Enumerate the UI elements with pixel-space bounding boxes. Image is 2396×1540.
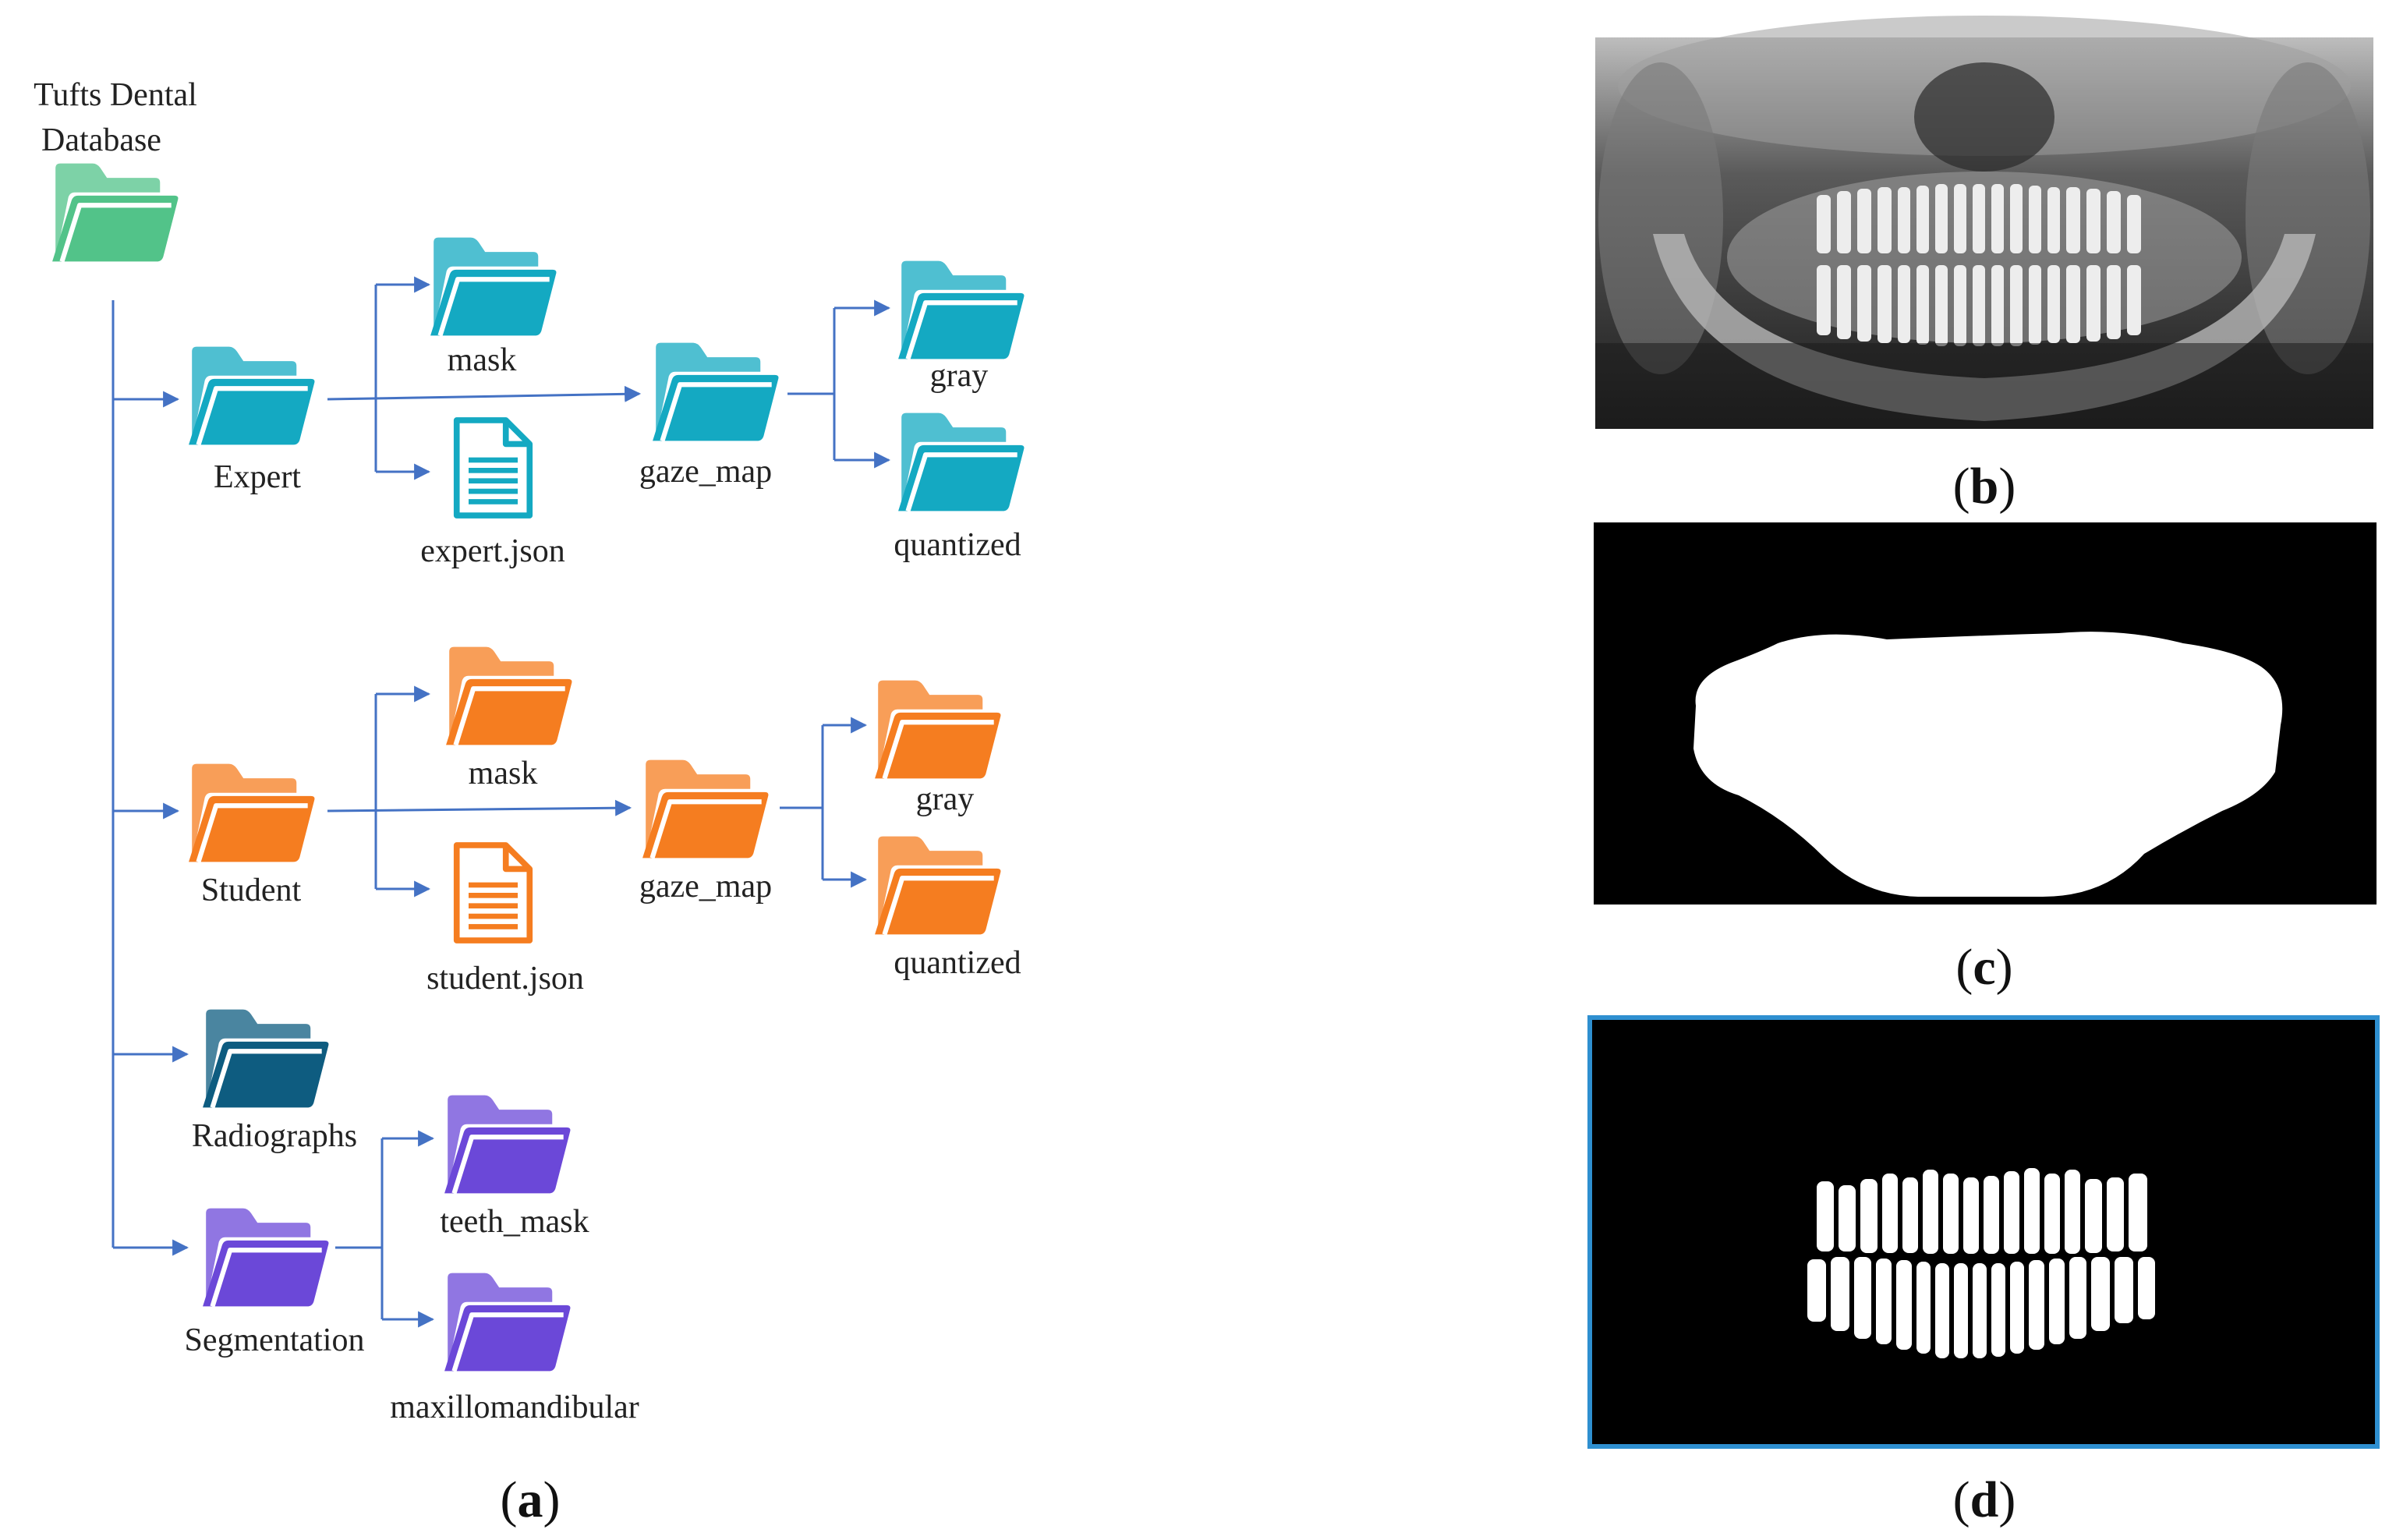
tree-connectors: [111, 276, 891, 1328]
root-label-line1: Tufts Dental: [34, 77, 197, 113]
expert-gaze-map-folder-icon: [653, 343, 778, 441]
teeth-mask-upper-row: [1817, 1168, 2147, 1254]
panel-a-tree: Tufts Dental Database Expert mask expert…: [34, 77, 1024, 1528]
expert-gray-label: gray: [930, 358, 989, 394]
student-label: Student: [201, 873, 302, 908]
student-mask-label: mask: [469, 756, 538, 791]
expert-json-document-icon: [457, 420, 530, 515]
student-folder-icon: [189, 764, 314, 862]
expert-quantized-label: quantized: [894, 527, 1021, 563]
panel-b-radiograph: (b): [1595, 16, 2373, 515]
student-gaze-map-folder-icon: [642, 760, 768, 859]
expert-gray-folder-icon: [898, 261, 1024, 359]
connector-student-gaze: [327, 799, 632, 816]
student-gray-label: gray: [916, 781, 975, 817]
teeth-mask-folder-icon: [444, 1096, 570, 1194]
maxillomandibular-label: maxillomandibular: [390, 1390, 639, 1425]
expert-quantized-folder-icon: [898, 413, 1024, 512]
panel-a-label: (a): [501, 1471, 561, 1528]
expert-folder-icon: [189, 347, 314, 445]
maxillomandibular-folder-icon: [444, 1273, 570, 1372]
segmentation-label: Segmentation: [185, 1322, 365, 1358]
connector-expert-gaze: [327, 385, 642, 402]
teeth-mask-label: teeth_mask: [440, 1204, 589, 1240]
student-json-document-icon: [457, 845, 530, 940]
radiographs-label: Radiographs: [192, 1118, 357, 1154]
student-quantized-folder-icon: [875, 837, 1000, 935]
panel-c-mask: (c): [1594, 522, 2377, 996]
expert-mask-folder-icon: [430, 238, 556, 336]
radiograph-nasal: [1914, 62, 2054, 172]
panel-c-label: (c): [1955, 939, 2012, 996]
radiographs-folder-icon: [203, 1010, 328, 1108]
segmentation-folder-icon: [203, 1209, 328, 1307]
student-gray-folder-icon: [875, 681, 1000, 779]
root-folder-icon: [52, 164, 178, 262]
student-mask-folder-icon: [446, 647, 572, 745]
expert-gaze-map-label: gaze_map: [639, 454, 772, 490]
panel-d-teeth-mask: (d): [1587, 1015, 2380, 1528]
panel-b-label: (b): [1953, 458, 2016, 515]
panel-d-label: (d): [1953, 1471, 2016, 1528]
root-label-line2: Database: [41, 122, 161, 158]
radiograph-bottom-shadow: [1595, 343, 2373, 429]
expert-label: Expert: [214, 459, 301, 495]
radiograph-teeth: [1817, 184, 2141, 346]
student-json-label: student.json: [426, 961, 584, 997]
student-gaze-map-label: gaze_map: [639, 869, 772, 905]
student-quantized-label: quantized: [894, 945, 1021, 981]
expert-mask-label: mask: [448, 342, 517, 378]
expert-json-label: expert.json: [420, 533, 564, 569]
maxillomandibular-mask-shape: [1693, 632, 2283, 897]
teeth-mask-lower-row: [1807, 1257, 2155, 1358]
